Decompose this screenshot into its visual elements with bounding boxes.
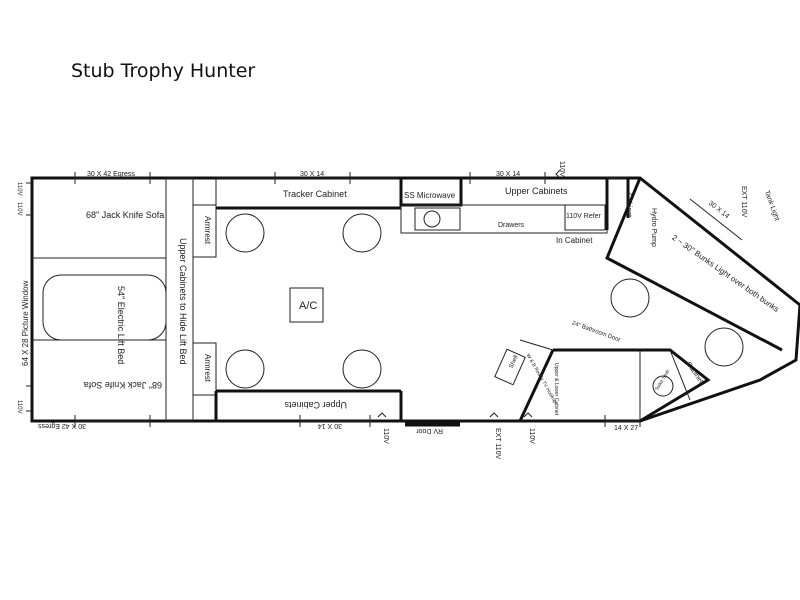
armrest-bottom: [192, 342, 217, 396]
upper-cabinets-lift-bed: [165, 177, 194, 422]
picture-window-label: 64 X 28 Picture Window: [21, 280, 30, 366]
window-top-right-label: 30 X 14: [496, 171, 520, 178]
window-front: [689, 198, 743, 241]
sofa-bottom-label: 68" Jack Knife Sofa: [84, 380, 162, 390]
egress-top-label: 30 X 42 Egress: [87, 171, 135, 178]
outlet-top-label: 110V: [558, 161, 565, 177]
stool: [342, 213, 382, 253]
shelf-label: Shelf: [509, 354, 520, 369]
bunk-fixture: [610, 278, 650, 318]
in-cabinet-label: In Cabinet: [556, 236, 593, 245]
sink: [414, 207, 461, 231]
outlet-bottom-label: 110V: [382, 428, 389, 444]
outlet-left-3: 110V: [16, 400, 22, 414]
bathroom-wall: [553, 348, 711, 423]
outlet-left-top: 110V: [16, 182, 22, 196]
lift-bed-label: 54" Electric Lift Bed: [116, 286, 126, 364]
upper-cabinets-bottom-label: Upper Cabinets: [284, 400, 347, 410]
upper-cabinets-lift-label: Upper Cabinets to Hide Lift Bed: [178, 238, 188, 365]
stool: [225, 213, 265, 253]
shelf: [494, 348, 526, 386]
ac-unit: [289, 287, 324, 323]
stool: [342, 349, 382, 389]
sofa-top-label: 68" Jack Knife Sofa: [86, 210, 164, 220]
bunks: [605, 177, 783, 352]
outlet-left-2: 110V: [16, 202, 22, 216]
outlet-bath-label: 110V: [528, 428, 535, 444]
tracker-cabinet-label: Tracker Cabinet: [283, 189, 347, 199]
window-top-mid-label: 30 X 14: [300, 171, 324, 178]
tank-light-label: Tank Light: [763, 190, 781, 222]
ext-outlet-bottom-label: EXT 110V: [494, 428, 501, 460]
bunk-fixture: [704, 327, 744, 367]
drawers-label: Drawers: [498, 222, 525, 229]
lift-bed: [42, 274, 167, 341]
egress-bottom-label: 30 X 42 Egress: [38, 422, 86, 429]
window-bottom-mid-label: 30 X 14: [318, 422, 342, 429]
upper-cabinets-top-label: Upper Cabinets: [505, 186, 568, 196]
upper-lower-cabinet-label: Upper & Lower Cabinet: [553, 363, 559, 416]
window-front-label: 30 X 14: [707, 200, 730, 220]
page-title: Stub Trophy Hunter: [71, 60, 256, 82]
ac-label: A/C: [299, 300, 317, 312]
armrest-bottom-label: Armrest: [203, 354, 212, 383]
stool: [225, 349, 265, 389]
cabinet-front-label: Cabinet: [625, 193, 632, 217]
armrest-top-label: Armrest: [203, 216, 212, 245]
microwave-label: SS Microwave: [404, 191, 456, 200]
refer: [564, 204, 606, 231]
bathroom-door-label: 24" Bathroom Door: [571, 320, 621, 343]
refer-label: 110V Refer: [566, 213, 602, 220]
toilet-seat-label: Toilet Seat: [654, 368, 671, 392]
window-rear-door-label: 14 X 27: [614, 425, 638, 432]
armrest-top: [192, 204, 217, 258]
rv-door-label: RV Door: [416, 427, 443, 434]
hydro-pump-label: Hydro Pump: [650, 208, 657, 247]
toilet: [652, 375, 674, 397]
ext-outlet-front-label: EXT 110V: [740, 186, 747, 218]
